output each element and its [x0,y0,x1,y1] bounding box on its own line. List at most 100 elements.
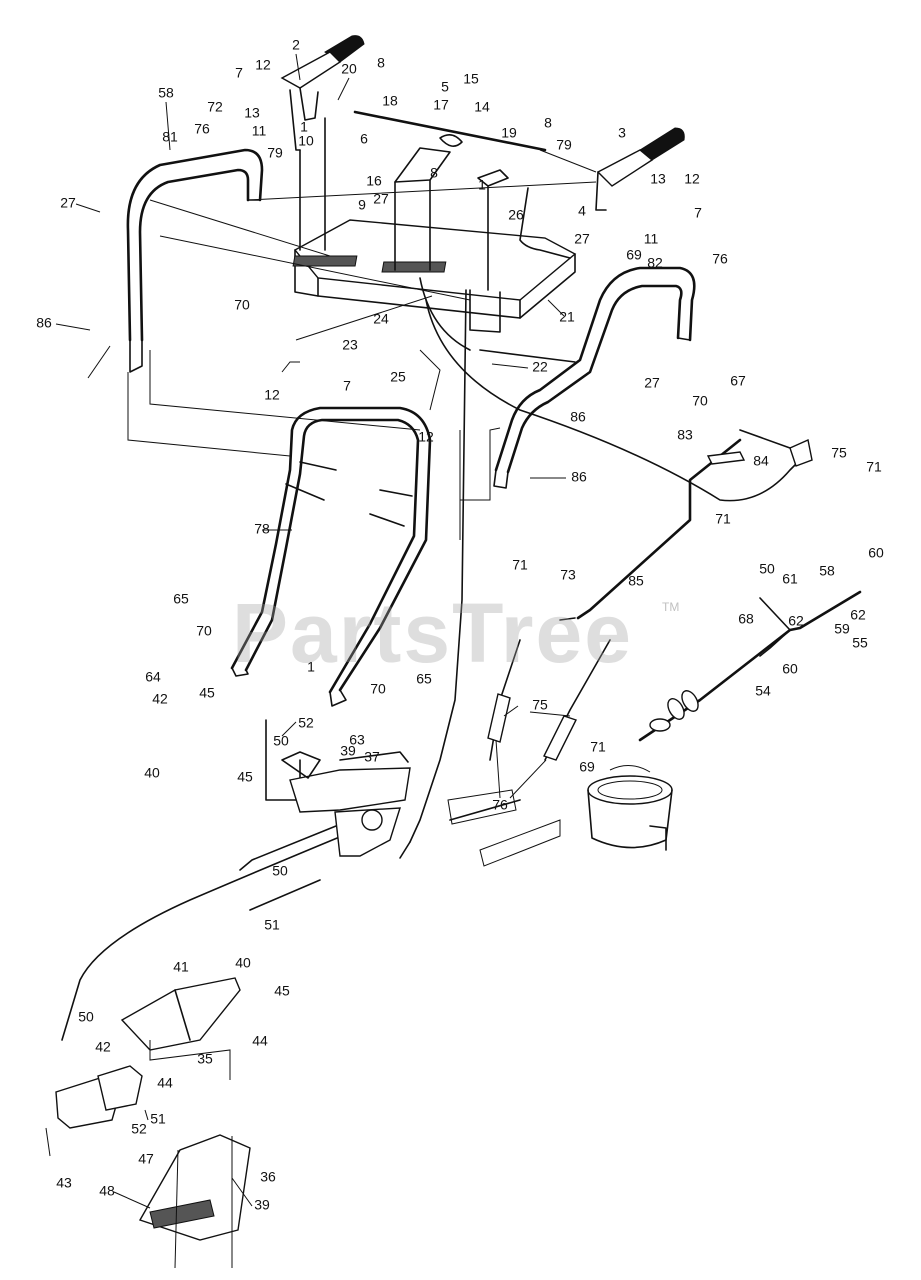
callout: 43 [56,1175,72,1191]
right-grip-lever [595,127,685,211]
callout: 60 [868,545,884,561]
callout: 51 [264,917,280,933]
callout: 69 [626,247,642,263]
callout: 76 [712,251,728,267]
callout: 44 [157,1075,173,1091]
callout: 7 [343,378,351,394]
callout: 70 [196,623,212,639]
callout: 65 [173,591,189,607]
callout: 1 [478,177,486,193]
callout: 15 [463,71,479,87]
callout: 69 [579,759,595,775]
callout: 70 [370,681,386,697]
callout: 55 [852,635,868,651]
chute-parts [45,977,251,1269]
shift-rods [285,461,413,527]
callout: 16 [366,173,382,189]
cable-bracket [265,719,411,857]
callout: 63 [349,732,365,748]
callout: 26 [508,207,524,223]
callout: 86 [571,469,587,485]
callout: 7 [235,65,243,81]
callout: 5 [441,79,449,95]
callout: 50 [78,1009,94,1025]
callout: 27 [574,231,590,247]
trademark-mark: TM [662,600,680,614]
callout: 27 [373,191,389,207]
lower-handle-76 [230,406,432,707]
assembly-lines [127,295,501,540]
callout: 50 [759,561,775,577]
callout: 19 [501,125,517,141]
callout: 44 [252,1033,268,1049]
callout: 2 [292,37,300,53]
callout: 25 [390,369,406,385]
callout: 50 [272,863,288,879]
callout: 76 [492,797,508,813]
callout: 8 [430,165,438,181]
callout: 17 [433,97,449,113]
callout: 73 [560,567,576,583]
callout: 72 [207,99,223,115]
callout: 9 [358,197,366,213]
callout: 20 [341,61,357,77]
callout: 14 [474,99,490,115]
callout: 76 [194,121,210,137]
control-panel [292,147,577,363]
callout: 6 [360,131,368,147]
callout: 52 [131,1121,147,1137]
callout: 71 [866,459,882,475]
callout: 84 [753,453,769,469]
callout: 41 [173,959,189,975]
callout: 27 [60,195,76,211]
callout: 70 [692,393,708,409]
callout: 86 [36,315,52,331]
callout: 4 [578,203,586,219]
callout: 24 [373,311,389,327]
callout: 23 [342,337,358,353]
callout: 61 [782,571,798,587]
callout: 12 [684,171,700,187]
callout: 60 [782,661,798,677]
callout: 12 [264,387,280,403]
callout: 59 [834,621,850,637]
left-upper-handle [126,148,264,373]
leader-lines [55,53,571,1209]
callout: 51 [150,1111,166,1127]
spring-cables [447,639,611,867]
callout: 71 [715,511,731,527]
callout: 83 [677,427,693,443]
callout: 1 [300,119,308,135]
callout: 36 [260,1169,276,1185]
callout: 81 [162,129,178,145]
callout-labels: 2 7 12 20 8 15 5 18 17 14 13 1 10 11 79 … [36,37,884,1213]
callout: 62 [850,607,866,623]
callout: 18 [382,93,398,109]
upper-rods [149,110,597,351]
callout: 39 [254,1197,270,1213]
callout: 54 [755,683,771,699]
callout: 39 [340,743,356,759]
callout: 42 [152,691,168,707]
callout: 12 [255,57,271,73]
callout: 1 [307,659,315,675]
callout: 85 [628,573,644,589]
callout: 45 [274,983,290,999]
callout: 12 [418,429,434,445]
callout: 52 [298,715,314,731]
callout: 13 [650,171,666,187]
callout: 40 [144,765,160,781]
callout: 78 [254,521,270,537]
callout: 71 [590,739,606,755]
callout: 37 [364,749,380,765]
callout: 27 [644,375,660,391]
callout: 75 [532,697,548,713]
callout: 58 [819,563,835,579]
callout: 58 [158,85,174,101]
callout: 48 [99,1183,115,1199]
shift-linkage [559,429,813,621]
callout: 11 [252,123,267,139]
callout: 45 [199,685,215,701]
pulley-drum [587,765,673,851]
